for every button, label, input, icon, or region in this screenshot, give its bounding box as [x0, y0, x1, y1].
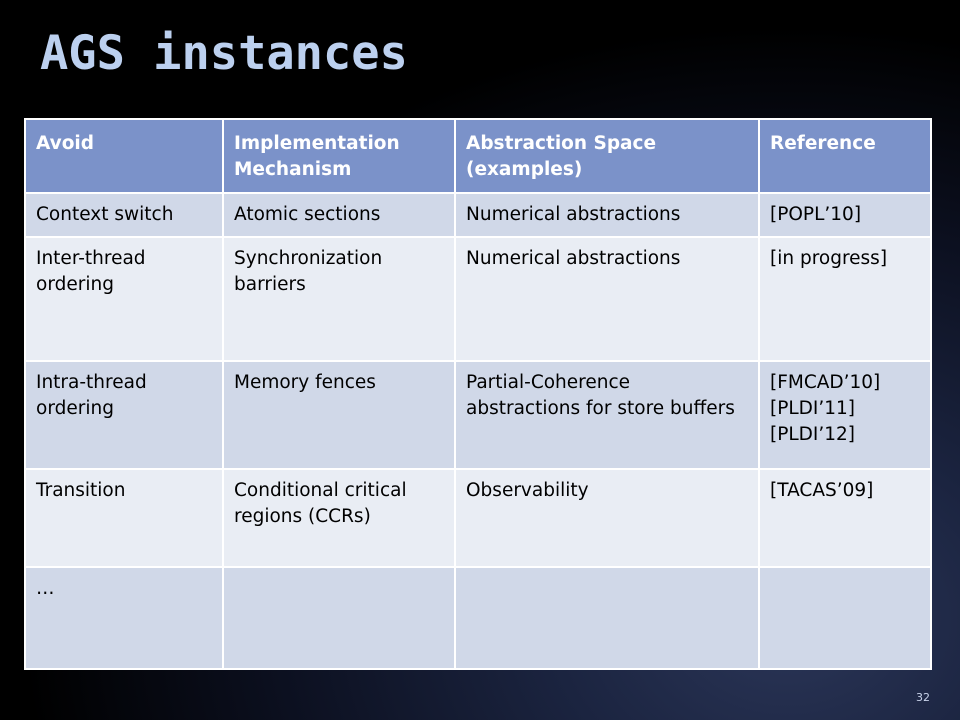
cell-mechanism: Synchronization barriers	[222, 235, 456, 362]
cell-abstraction: Partial-Coherence abstractions for store…	[454, 359, 760, 470]
cell-mechanism	[222, 565, 456, 670]
cell-avoid: Inter-thread ordering	[24, 235, 224, 362]
cell-avoid: Intra-thread ordering	[24, 359, 224, 470]
cell-avoid: Transition	[24, 467, 224, 568]
cell-reference: [POPL’10]	[758, 191, 932, 238]
page-number: 32	[916, 691, 930, 704]
header-reference: Reference	[758, 118, 932, 194]
header-abstraction-space: Abstraction Space (examples)	[454, 118, 760, 194]
cell-reference: [FMCAD’10] [PLDI’11] [PLDI’12]	[758, 359, 932, 470]
table-header-row: Avoid Implementation Mechanism Abstracti…	[24, 118, 932, 194]
cell-mechanism: Atomic sections	[222, 191, 456, 238]
cell-reference	[758, 565, 932, 670]
cell-avoid: …	[24, 565, 224, 670]
table-row: Intra-thread ordering Memory fences Part…	[24, 359, 932, 470]
header-implementation-mechanism: Implementation Mechanism	[222, 118, 456, 194]
table-row: Context switch Atomic sections Numerical…	[24, 191, 932, 238]
cell-reference: [TACAS’09]	[758, 467, 932, 568]
cell-abstraction: Observability	[454, 467, 760, 568]
table-row: Inter-thread ordering Synchronization ba…	[24, 235, 932, 362]
cell-mechanism: Memory fences	[222, 359, 456, 470]
table-row: Transition Conditional critical regions …	[24, 467, 932, 568]
slide-title: AGS instances	[40, 26, 408, 81]
table-row: …	[24, 565, 932, 670]
cell-avoid: Context switch	[24, 191, 224, 238]
cell-reference: [in progress]	[758, 235, 932, 362]
cell-mechanism: Conditional critical regions (CCRs)	[222, 467, 456, 568]
cell-abstraction	[454, 565, 760, 670]
cell-abstraction: Numerical abstractions	[454, 235, 760, 362]
header-avoid: Avoid	[24, 118, 224, 194]
ags-instances-table: Avoid Implementation Mechanism Abstracti…	[24, 118, 932, 670]
cell-abstraction: Numerical abstractions	[454, 191, 760, 238]
